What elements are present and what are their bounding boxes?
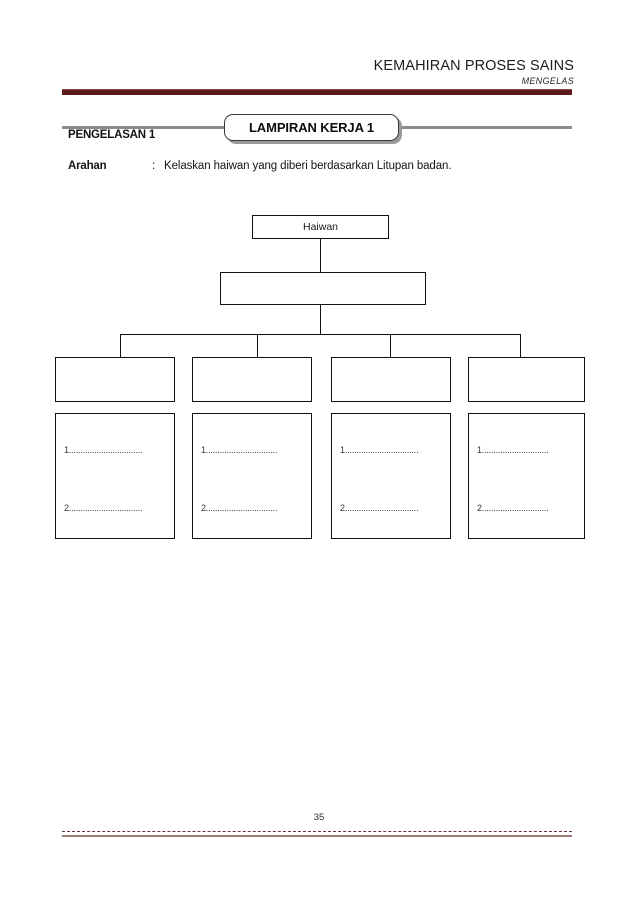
tree-node-category-3[interactable] <box>331 357 451 402</box>
answer-line-2[interactable]: 2............................... <box>201 503 278 513</box>
connector-root-vertical <box>320 239 322 334</box>
answer-box-3[interactable]: 1................................ 2.....… <box>331 413 451 539</box>
header-subtitle: MENGELAS <box>521 76 574 86</box>
answer-box-1[interactable]: 1................................ 2.....… <box>55 413 175 539</box>
answer-line-2[interactable]: 2............................. <box>477 503 549 513</box>
connector-horizontal-bar <box>120 334 521 336</box>
answer-line-1[interactable]: 1............................. <box>477 445 549 455</box>
page-header: KEMAHIRAN PROSES SAINS MENGELAS <box>0 58 638 87</box>
worksheet-badge: LAMPIRAN KERJA 1 <box>224 114 399 141</box>
instruction-row: Arahan : Kelaskan haiwan yang diberi ber… <box>68 160 452 172</box>
answer-box-2[interactable]: 1............................... 2......… <box>192 413 312 539</box>
connector-branch-1 <box>120 334 122 357</box>
section-label: PENGELASAN 1 <box>68 129 156 141</box>
answer-line-2[interactable]: 2................................ <box>64 503 143 513</box>
answer-line-1[interactable]: 1................................ <box>340 445 419 455</box>
footer-dashed-rule <box>62 831 572 832</box>
tree-node-category-4[interactable] <box>468 357 585 402</box>
header-divider-rule <box>62 89 572 95</box>
instruction-separator: : <box>152 160 156 172</box>
page-number: 35 <box>313 812 325 823</box>
instruction-label: Arahan <box>68 160 107 172</box>
instruction-text: Kelaskan haiwan yang diberi berdasarkan … <box>164 160 452 172</box>
tree-node-root: Haiwan <box>252 215 389 239</box>
tree-node-criteria[interactable] <box>220 272 426 305</box>
connector-branch-2 <box>257 334 259 357</box>
header-title: KEMAHIRAN PROSES SAINS <box>373 58 574 74</box>
answer-line-1[interactable]: 1............................... <box>201 445 278 455</box>
connector-branch-4 <box>520 334 522 357</box>
tree-node-category-1[interactable] <box>55 357 175 402</box>
footer-solid-rule <box>62 835 572 837</box>
connector-branch-3 <box>390 334 392 357</box>
answer-box-4[interactable]: 1............................. 2........… <box>468 413 585 539</box>
answer-line-2[interactable]: 2................................ <box>340 503 419 513</box>
tree-node-category-2[interactable] <box>192 357 312 402</box>
answer-line-1[interactable]: 1................................ <box>64 445 143 455</box>
